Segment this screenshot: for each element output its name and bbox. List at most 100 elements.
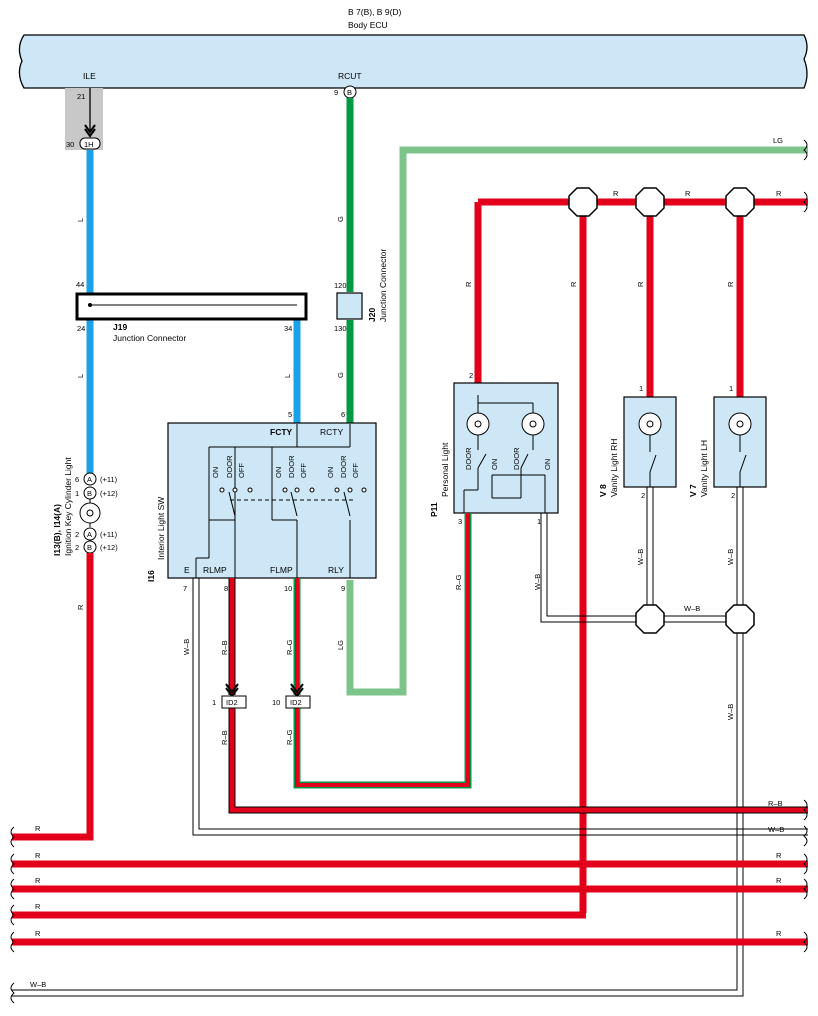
ecu-ile-label: ILE <box>83 71 96 81</box>
wire-label-r-bus-1r: R <box>776 851 782 860</box>
wire-label-r-bus-1l: R <box>35 851 41 860</box>
ikey-p2a: 2 <box>75 530 79 539</box>
v8-pin1: 1 <box>639 384 643 393</box>
i16-sw1-door: DOOR <box>225 455 234 478</box>
wire-label-lg-2: LG <box>773 136 783 145</box>
j19-box <box>75 292 308 321</box>
wire-lg <box>346 146 808 696</box>
wire-label-l-3: L <box>283 374 292 378</box>
id2-box-1 <box>221 695 247 709</box>
ecu-name: Body ECU <box>348 20 388 30</box>
p11-lamp2-icon <box>521 412 545 436</box>
ikey-p6: 6 <box>75 475 79 484</box>
i16-fcty: FCTY <box>270 427 293 437</box>
wire-label-rb-2: R–B <box>220 730 229 745</box>
wire-label-r-top-2: R <box>685 189 691 198</box>
i16-sw3-door: DOOR <box>339 455 348 478</box>
ikey-pin-b1-label: B <box>87 489 92 498</box>
p11-pin2: 2 <box>469 371 473 380</box>
v8-code: V 8 <box>598 484 608 497</box>
i16-sw1-off: OFF <box>237 463 246 478</box>
wire-label-wb-down: W–B <box>726 704 735 720</box>
wire-label-rb-1: R–B <box>220 640 229 655</box>
wire-r-ikey <box>12 553 94 841</box>
ikey-v12-1: (+12) <box>100 489 118 498</box>
wire-label-wb-bottom: W–B <box>30 980 46 989</box>
i16-sw2-on: ON <box>274 467 283 478</box>
wire-label-rg-1: R–G <box>285 639 294 655</box>
p11-pin1: 1 <box>537 517 541 526</box>
j19-name: Junction Connector <box>113 333 186 343</box>
j19-pin-bl: 24 <box>77 324 85 333</box>
i16-rly: RLY <box>328 565 344 575</box>
id2-label-2: ID2 <box>290 698 302 707</box>
p11-door-2: DOOR <box>512 447 521 470</box>
ikey-pin-a2 <box>83 527 97 541</box>
splice-2 <box>635 187 665 217</box>
junction-1h-box <box>79 137 101 150</box>
i16-sw1-on: ON <box>211 467 220 478</box>
j20-code: J20 <box>367 308 377 322</box>
ecu-rcut-pin: 9 <box>334 88 338 97</box>
wire-label-r-drop: R <box>569 281 578 287</box>
ikey-name: Ignition Key Cylinder Light <box>63 457 73 556</box>
wire-label-r-bus-2l: R <box>35 876 41 885</box>
ikey-pin-a2-label: A <box>87 530 92 539</box>
ecu-rcut-label: RCUT <box>338 71 362 81</box>
wire-label-wb-v8: W–B <box>636 549 645 565</box>
wire-label-r-bus-3l: R <box>35 902 41 911</box>
ile-arrow-icon <box>84 124 96 134</box>
ikey-pin-a1 <box>83 472 97 486</box>
wire-label-rg-3: R–G <box>454 574 463 590</box>
i16-code: I16 <box>146 570 156 582</box>
p11-code: P11 <box>429 502 439 517</box>
wire-label-r-bus-2r: R <box>776 876 782 885</box>
p11-on-1: ON <box>490 459 499 470</box>
ikey-v11-2: (+11) <box>100 530 118 539</box>
wire-label-wb-mid: W–B <box>684 604 700 613</box>
splice-wb-2 <box>725 604 755 634</box>
j19-pin-br: 34 <box>284 324 292 333</box>
wire-rb <box>228 578 808 814</box>
j20-box <box>336 292 363 320</box>
wire-wb-group <box>12 487 808 997</box>
ikey-pin-b2-label: B <box>87 543 92 552</box>
j20-name: Junction Connector <box>378 249 388 322</box>
ikey-v11-1: (+11) <box>100 475 118 484</box>
i16-rcty: RCTY <box>320 427 343 437</box>
wire-label-r-v8: R <box>636 281 645 287</box>
i16-pin-e: 7 <box>183 584 187 593</box>
i16-sw2-door: DOOR <box>287 455 296 478</box>
v8-pin2: 2 <box>641 491 645 500</box>
p11-lamp1-icon <box>466 412 490 436</box>
i16-pin-flmp: 10 <box>284 584 292 593</box>
wire-label-g-1: G <box>336 216 345 222</box>
junction-1h-label: 1H <box>84 140 94 149</box>
splice-3 <box>725 187 755 217</box>
ikey-v12-2: (+12) <box>100 543 118 552</box>
v7-code: V 7 <box>688 484 698 497</box>
ecu-ile-pin: 21 <box>77 92 85 101</box>
ikey-p1: 1 <box>75 489 79 498</box>
id2-label-1: ID2 <box>226 698 238 707</box>
id2-pin1: 1 <box>212 698 216 707</box>
wire-label-r-v7: R <box>726 281 735 287</box>
i16-name: Interior Light SW <box>156 497 166 560</box>
wire-label-r-bus-0: R <box>35 824 41 833</box>
i16-flmp: FLMP <box>270 565 293 575</box>
wire-label-rg-2: R–G <box>285 729 294 745</box>
v7-pin2: 2 <box>731 491 735 500</box>
v7-name: Vanity Light LH <box>699 440 709 497</box>
rcut-pin-mark: B <box>347 88 352 97</box>
wire-label-g-2: G <box>336 372 345 378</box>
wire-label-wb-p11: W–B <box>533 574 542 590</box>
wire-label-l-1: L <box>76 218 85 222</box>
j20-pin-top: 120 <box>334 281 347 290</box>
v8-lamp-icon <box>638 412 662 436</box>
ikey-p2b: 2 <box>75 543 79 552</box>
wire-label-wb-e: W–B <box>182 639 191 655</box>
i16-sw3-on: ON <box>326 467 335 478</box>
wire-label-l-2: L <box>76 374 85 378</box>
wire-label-wb-right: W–B <box>768 825 784 834</box>
